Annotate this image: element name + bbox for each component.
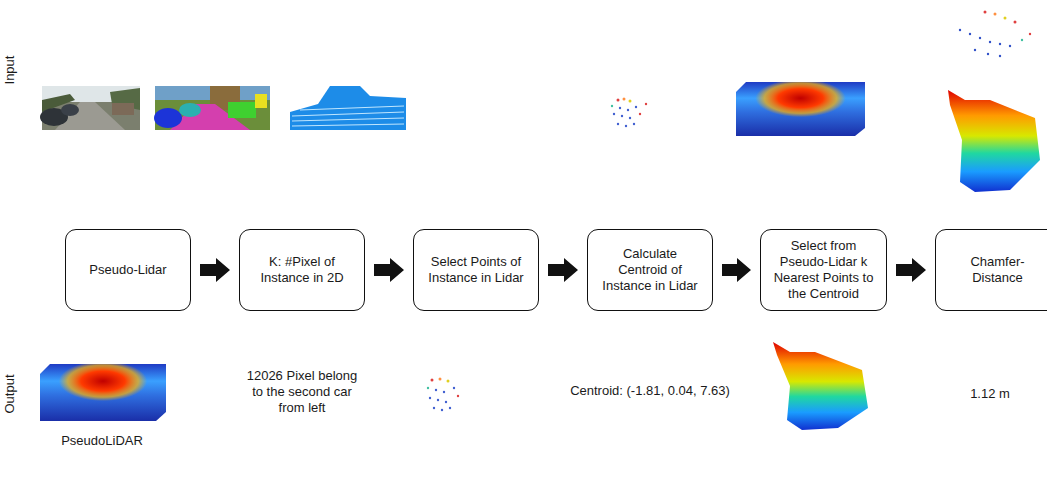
- block-arrow: [896, 258, 926, 282]
- block-arrow: [200, 258, 230, 282]
- row-label: Input: [2, 40, 18, 100]
- camera-image: [40, 86, 140, 130]
- segmentation-image: [154, 86, 270, 130]
- output-text: 12026 Pixel belong to the second car fro…: [242, 368, 362, 416]
- process-box: Chamfer-Distance: [935, 229, 1047, 311]
- process-box: Pseudo-Lidar: [65, 229, 191, 311]
- process-box: Calculate Centroid of Instance in Lidar: [587, 229, 713, 311]
- block-arrow: [374, 258, 404, 282]
- process-box: Select Points of Instance in Lidar: [413, 229, 539, 311]
- block-arrow: [548, 258, 578, 282]
- box-text: Select Points of Instance in Lidar: [421, 254, 531, 286]
- output-text: Centroid: (-1.81, 0.04, 7.63): [565, 383, 735, 399]
- box-text: Calculate Centroid of Instance in Lidar: [600, 246, 700, 294]
- box-text: Select from Pseudo-Lidar k Nearest Point…: [772, 238, 876, 302]
- box-text: Chamfer-Distance: [958, 254, 1038, 286]
- process-box: Select from Pseudo-Lidar k Nearest Point…: [760, 229, 887, 311]
- lidar-image: [290, 86, 406, 130]
- nearest-points-surface: [948, 90, 1040, 192]
- process-box: K: #Pixel of Instance in 2D: [239, 229, 365, 311]
- output-text: PseudoLiDAR: [42, 433, 162, 449]
- row-label: Output: [2, 364, 18, 424]
- box-text: K: #Pixel of Instance in 2D: [252, 254, 352, 286]
- block-arrow: [722, 258, 751, 282]
- instance-point-cloud: [959, 11, 1031, 58]
- box-text: Pseudo-Lidar: [89, 262, 166, 278]
- instance-point-cloud: [611, 98, 647, 128]
- output-text: 1.12 m: [955, 386, 1025, 402]
- instance-point-cloud: [427, 378, 459, 412]
- pseudo-lidar-image: [40, 364, 166, 421]
- pseudo-lidar-image: [736, 82, 865, 136]
- nearest-points-surface: [773, 342, 868, 430]
